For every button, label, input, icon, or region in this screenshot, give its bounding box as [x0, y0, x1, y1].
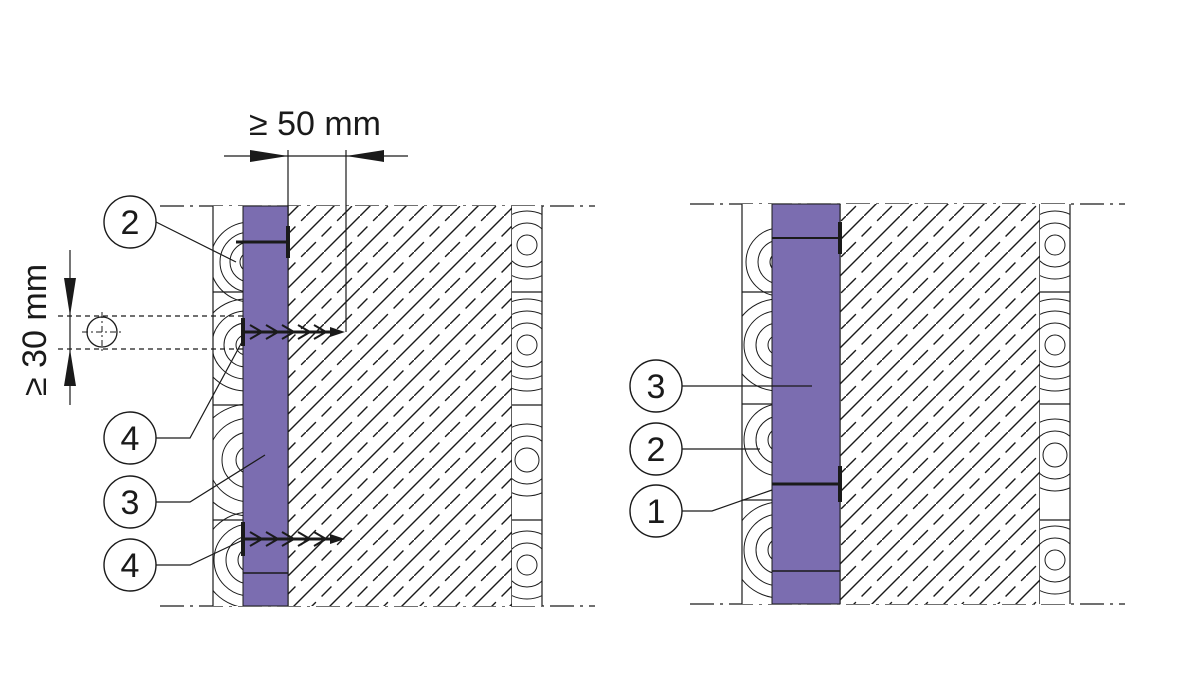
timber-layer-right [1040, 204, 1070, 604]
screw-lower [241, 522, 345, 556]
disk-anchor-upper [772, 222, 842, 254]
svg-text:2: 2 [647, 431, 666, 469]
svg-text:1: 1 [647, 493, 666, 531]
concrete-wall [839, 204, 1041, 604]
callout-3-left: 3 [103, 454, 266, 529]
svg-text:3: 3 [121, 484, 140, 522]
timber-layer-right [512, 206, 542, 606]
insulation-board [242, 205, 289, 607]
svg-text:2: 2 [121, 204, 140, 242]
left-section: ≥ 50 mm ≥ 30 mm 2 4 3 [16, 105, 595, 607]
screw-upper [241, 318, 345, 346]
dimension-vertical: ≥ 30 mm [16, 250, 243, 405]
svg-text:3: 3 [647, 368, 666, 406]
callout-4-left-upper: 4 [103, 339, 244, 465]
svg-text:4: 4 [121, 547, 140, 585]
right-section: 3 2 1 [629, 203, 1125, 605]
callout-3-right: 3 [629, 359, 812, 413]
timber-layer-left [213, 206, 243, 606]
dimension-horizontal-label: ≥ 50 mm [249, 105, 381, 143]
disk-anchor-lower [772, 466, 842, 502]
callout-2-right: 2 [629, 422, 760, 476]
callout-4-left-lower: 4 [103, 538, 244, 592]
dimension-horizontal: ≥ 50 mm [224, 105, 408, 332]
timber-layer-left [742, 204, 772, 604]
insulation-board [771, 203, 841, 605]
callout-1-right: 1 [629, 484, 773, 538]
svg-text:4: 4 [121, 420, 140, 458]
callout-2-left: 2 [103, 195, 237, 263]
concrete-wall [287, 206, 513, 606]
dimension-vertical-label: ≥ 30 mm [16, 264, 54, 396]
